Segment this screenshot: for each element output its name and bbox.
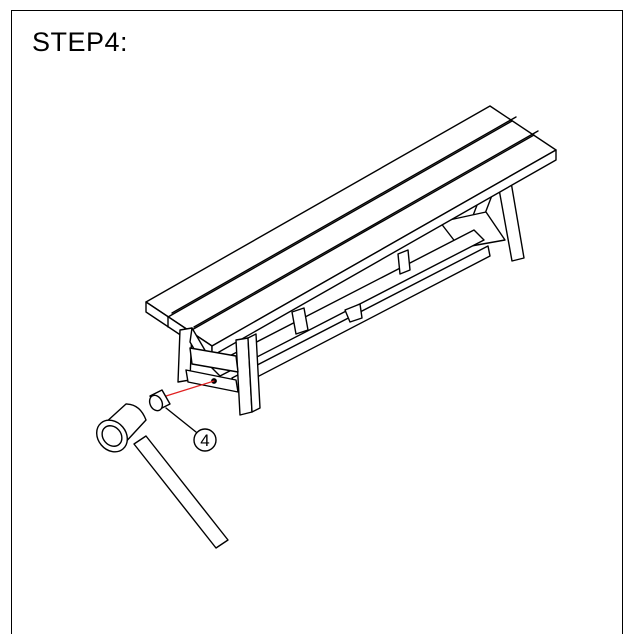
insertion-guide-line [165, 380, 215, 397]
instruction-frame [11, 10, 623, 634]
end-cap-part [148, 389, 171, 412]
part-number-label: 4 [200, 431, 209, 450]
part-number-circle [193, 428, 217, 452]
bench-stretcher [209, 229, 491, 389]
callout-leader [165, 407, 197, 433]
mallet-icon [95, 403, 229, 549]
step-title: STEP4: [32, 27, 129, 57]
